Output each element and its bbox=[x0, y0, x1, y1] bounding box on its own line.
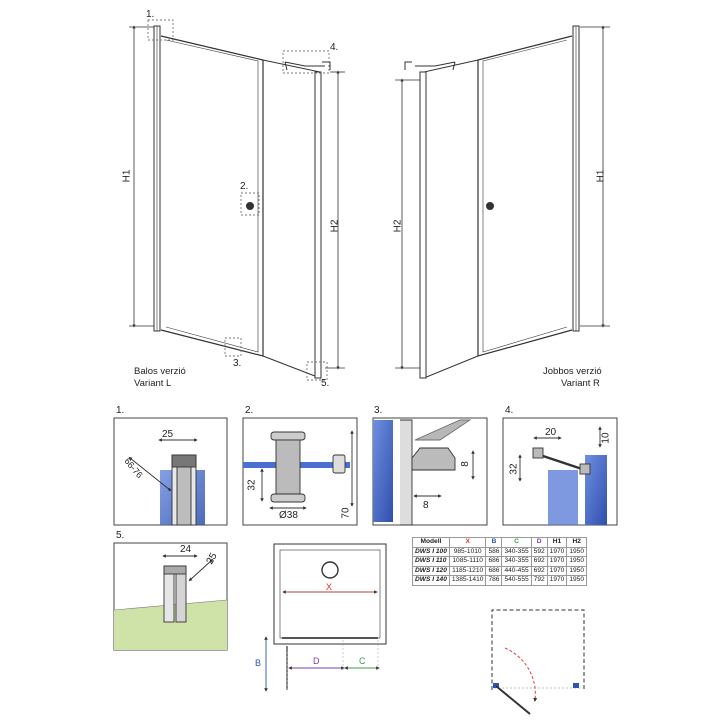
floor-plan bbox=[264, 543, 387, 692]
right-variant-en: Variant R bbox=[561, 378, 600, 389]
detail-4-dim-a: 20 bbox=[545, 427, 557, 438]
cell-b: 586 bbox=[485, 546, 503, 557]
col-d: D bbox=[530, 537, 548, 548]
detail-5-drawing bbox=[113, 554, 228, 650]
detail-2-dim-b: 70 bbox=[340, 507, 352, 519]
spec-table: Modell X B C D H1 H2 DWS I 100 985-1010 … bbox=[412, 537, 588, 586]
col-modell: Modell bbox=[412, 537, 450, 548]
cell-b: 786 bbox=[485, 575, 503, 586]
col-c: C bbox=[501, 537, 532, 548]
cell-model: DWS I 110 bbox=[412, 556, 450, 567]
detail-2-dim-c: Ø38 bbox=[279, 510, 298, 521]
detail-1-drawing bbox=[128, 438, 205, 526]
table-row: DWS I 140 1385-1410 786 540-555 792 1970… bbox=[412, 575, 588, 586]
cell-d: 692 bbox=[530, 556, 548, 567]
detail-1-number: 1. bbox=[116, 405, 125, 416]
left-dimension-lines bbox=[129, 25, 345, 370]
cell-h1: 1970 bbox=[546, 556, 568, 567]
cell-c: 440-455 bbox=[501, 565, 532, 576]
left-variant-drawing bbox=[153, 25, 331, 379]
cell-d: 692 bbox=[530, 565, 548, 576]
table-row: DWS I 100 985-1010 586 340-355 592 1970 … bbox=[412, 546, 588, 557]
right-variant-drawing bbox=[404, 25, 580, 379]
cell-c: 540-555 bbox=[501, 575, 532, 586]
left-variant-en: Variant L bbox=[134, 378, 172, 389]
detail-2-dim-a: 32 bbox=[246, 479, 258, 491]
plan-dim-b: B bbox=[255, 658, 262, 668]
detail-5-number: 5. bbox=[116, 530, 125, 541]
callout-4-label: 4. bbox=[330, 42, 339, 53]
detail-5-dim-a: 24 bbox=[180, 544, 192, 555]
col-x: X bbox=[448, 537, 487, 548]
cell-x: 1085-1110 bbox=[448, 556, 487, 567]
cell-x: 985-1010 bbox=[448, 546, 487, 557]
col-b: B bbox=[485, 537, 503, 548]
swing-plan bbox=[491, 609, 585, 715]
left-dim-h2: H2 bbox=[329, 219, 341, 233]
cell-h2: 1950 bbox=[566, 575, 588, 586]
cell-c: 340-355 bbox=[501, 556, 532, 567]
callout-2-label: 2. bbox=[240, 181, 249, 192]
detail-1-dim-a: 25 bbox=[162, 429, 174, 440]
detail-3-number: 3. bbox=[374, 405, 383, 416]
left-variant-hu: Balos verzió bbox=[134, 366, 186, 377]
detail-2-number: 2. bbox=[245, 405, 254, 416]
detail-4-dim-b: 10 bbox=[600, 432, 612, 444]
cell-model: DWS I 140 bbox=[412, 575, 450, 586]
callout-1-label: 1. bbox=[146, 9, 155, 20]
cell-b: 686 bbox=[485, 565, 503, 576]
cell-d: 592 bbox=[530, 546, 548, 557]
detail-3-dim-a: 8 bbox=[459, 461, 471, 467]
plan-dim-d: D bbox=[313, 656, 320, 666]
left-callout-boxes bbox=[147, 19, 330, 381]
detail-4-drawing bbox=[518, 426, 607, 525]
cell-h1: 1970 bbox=[546, 546, 568, 557]
plan-dim-c: C bbox=[359, 656, 366, 666]
cell-x: 1185-1210 bbox=[448, 565, 487, 576]
detail-4-number: 4. bbox=[505, 405, 514, 416]
cell-x: 1385-1410 bbox=[448, 575, 487, 586]
cell-d: 792 bbox=[530, 575, 548, 586]
cell-h2: 1950 bbox=[566, 556, 588, 567]
detail-2-drawing bbox=[243, 430, 354, 510]
col-h2: H2 bbox=[566, 537, 588, 548]
detail-4-dim-c: 32 bbox=[508, 463, 520, 475]
table-row: DWS I 110 1085-1110 686 340-355 692 1970… bbox=[412, 556, 588, 567]
right-dimension-lines bbox=[395, 25, 610, 370]
plan-dim-x: X bbox=[326, 582, 333, 592]
callout-5-label: 5. bbox=[321, 378, 330, 389]
cell-h1: 1970 bbox=[546, 575, 568, 586]
right-dim-h2: H2 bbox=[392, 219, 404, 233]
detail-3-dim-b: 8 bbox=[423, 500, 429, 511]
spec-table-header: Modell X B C D H1 H2 bbox=[412, 537, 588, 548]
callout-3-label: 3. bbox=[233, 358, 242, 369]
cell-model: DWS I 120 bbox=[412, 565, 450, 576]
right-dim-h1: H1 bbox=[595, 169, 607, 183]
cell-c: 340-355 bbox=[501, 546, 532, 557]
detail-3-drawing bbox=[373, 419, 475, 526]
left-dim-h1: H1 bbox=[121, 169, 133, 183]
right-variant-hu: Jobbos verzió bbox=[543, 366, 602, 377]
cell-model: DWS I 100 bbox=[412, 546, 450, 557]
cell-h1: 1970 bbox=[546, 565, 568, 576]
cell-h2: 1950 bbox=[566, 546, 588, 557]
cell-b: 686 bbox=[485, 556, 503, 567]
table-row: DWS I 120 1185-1210 686 440-455 692 1970… bbox=[412, 565, 588, 576]
col-h1: H1 bbox=[546, 537, 568, 548]
cell-h2: 1950 bbox=[566, 565, 588, 576]
